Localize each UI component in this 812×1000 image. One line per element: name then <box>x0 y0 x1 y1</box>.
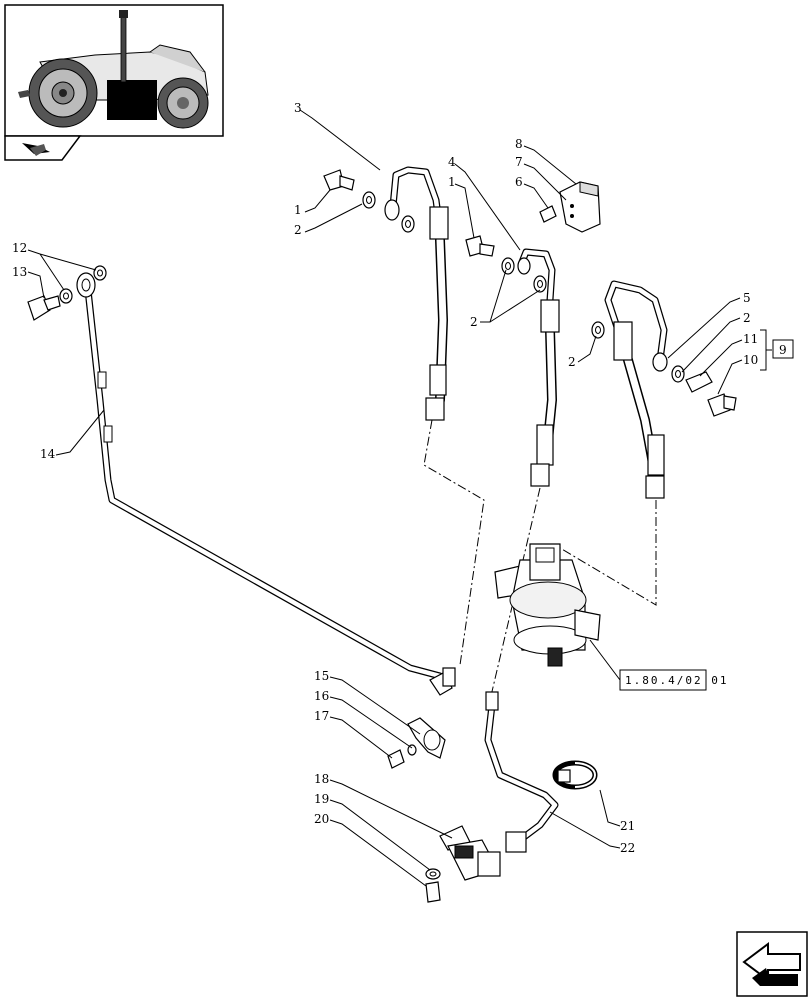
section-tag-icon <box>4 135 82 161</box>
callout-10: 10 <box>743 353 758 367</box>
callout-3: 3 <box>294 101 302 115</box>
callout-numbers: 3 1 2 4 1 8 7 6 12 13 14 2 2 5 2 11 10 9… <box>12 101 787 855</box>
hose-3 <box>384 166 449 421</box>
callout-15: 15 <box>314 669 329 683</box>
callout-8: 8 <box>515 137 523 151</box>
callout-4: 4 <box>448 155 456 169</box>
reference-box: 1.80.4/02 01 <box>589 639 728 691</box>
bolt-1b <box>465 235 495 257</box>
callout-6: 6 <box>515 175 523 189</box>
hose-5 <box>604 280 668 499</box>
callout-2: 2 <box>470 315 478 329</box>
washer-2a <box>362 191 415 233</box>
washer-2b <box>501 257 547 293</box>
callout-22: 22 <box>620 841 635 855</box>
fuel-filter-assembly <box>494 543 601 667</box>
callout-11: 11 <box>743 332 758 346</box>
fitting-18 <box>439 825 501 881</box>
washer-12b <box>59 288 73 304</box>
callout-2: 2 <box>743 311 751 325</box>
next-page-arrow-icon[interactable] <box>736 931 808 997</box>
callout-17: 17 <box>314 709 329 723</box>
bolt-13 <box>27 295 61 321</box>
hose-4 <box>517 248 560 487</box>
callout-1: 1 <box>448 175 456 189</box>
callout-13: 13 <box>12 265 27 279</box>
tractor-thumbnail <box>4 4 224 137</box>
leader-lines <box>27 109 772 887</box>
callout-19: 19 <box>314 792 329 806</box>
pipe-22 <box>484 691 559 853</box>
screw-6 <box>539 205 557 223</box>
reference-label: 1.80.4/02 01 <box>625 674 728 687</box>
callout-box-9 <box>772 339 794 359</box>
callout-7: 7 <box>515 155 523 169</box>
callout-14: 14 <box>40 447 56 461</box>
bracket-16 <box>407 717 446 759</box>
callout-9: 9 <box>779 343 787 357</box>
bracket-8 <box>559 181 601 233</box>
washer-12 <box>93 265 107 281</box>
bolt-10 <box>707 393 737 417</box>
callout-5: 5 <box>743 291 751 305</box>
callout-18: 18 <box>314 772 329 786</box>
callout-2: 2 <box>568 355 576 369</box>
callout-16: 16 <box>314 689 329 703</box>
callout-12: 12 <box>12 241 27 255</box>
washer-19 <box>425 868 441 880</box>
callout-1: 1 <box>294 203 302 217</box>
bolt-1a <box>323 169 355 191</box>
bolt-20 <box>425 881 441 903</box>
valve-11 <box>685 371 713 393</box>
screw-17 <box>387 749 405 769</box>
callout-21: 21 <box>620 819 635 833</box>
washer-2c <box>591 321 685 383</box>
clamp-21 <box>552 760 598 790</box>
callout-2: 2 <box>294 223 302 237</box>
callout-20: 20 <box>314 812 329 826</box>
pipe-14 <box>76 272 456 696</box>
